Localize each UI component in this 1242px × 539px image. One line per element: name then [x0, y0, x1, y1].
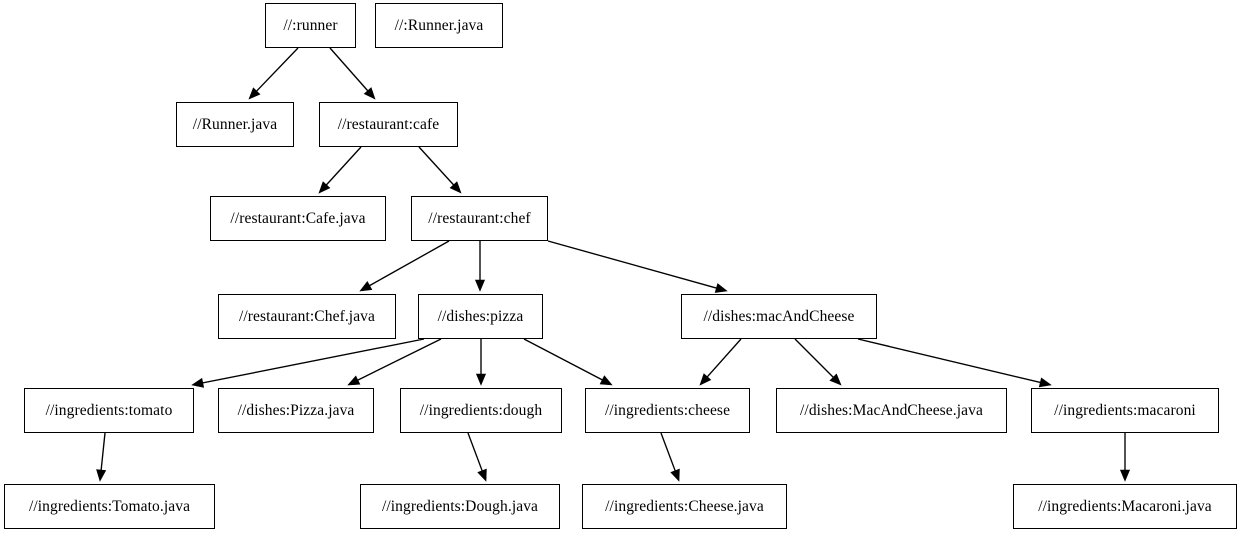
edge-line	[369, 240, 450, 287]
graph-edge-runner-to-runner_java	[248, 47, 299, 100]
graph-edge-dishes_pizza-to-ing_tomato	[191, 338, 425, 388]
graph-edge-restaurant_cafe-to-cafe_java	[318, 146, 362, 194]
edge-line	[857, 338, 1041, 384]
graph-node-ing_macaroni[interactable]: //ingredients:macaroni	[1031, 388, 1219, 433]
graph-node-label: //restaurant:Chef.java	[238, 307, 376, 325]
edge-line	[418, 146, 455, 186]
graph-edge-ing_macaroni-to-macaroni_java	[1119, 433, 1131, 482]
graph-node-label: //Runner.java	[192, 115, 278, 133]
graph-node-label: //:Runner.java	[394, 16, 484, 34]
edge-line	[794, 338, 834, 378]
graph-edge-dishes_pizza-to-ing_dough	[475, 339, 487, 386]
graph-edge-restaurant_cafe-to-restaurant_chef	[418, 146, 462, 194]
graph-node-cheese_java[interactable]: //ingredients:Cheese.java	[582, 484, 787, 529]
graph-node-label: //ingredients:tomato	[45, 401, 173, 419]
graph-node-restaurant_chef[interactable]: //restaurant:chef	[411, 196, 548, 241]
graph-edge-dishes_mac-to-mac_java	[794, 338, 842, 386]
edge-line	[100, 432, 106, 471]
edge-arrowhead-icon	[347, 375, 361, 386]
edge-arrowhead-icon	[449, 181, 462, 194]
edge-line	[523, 338, 603, 381]
graph-node-label: //ingredients:cheese	[604, 401, 731, 419]
graph-node-label: //restaurant:chef	[428, 209, 531, 227]
edge-line	[329, 47, 369, 92]
graph-node-ing_tomato[interactable]: //ingredients:tomato	[24, 388, 194, 433]
edge-line	[547, 240, 717, 289]
edge-line	[256, 47, 299, 92]
graph-node-label: //ingredients:dough	[419, 401, 543, 419]
graph-node-cafe_java[interactable]: //restaurant:Cafe.java	[210, 196, 386, 241]
graph-edge-dishes_mac-to-ing_macaroni	[857, 338, 1052, 388]
edge-arrowhead-icon	[248, 87, 261, 100]
graph-node-label: //ingredients:Tomato.java	[28, 497, 191, 515]
graph-edge-dishes_pizza-to-ing_cheese	[523, 338, 613, 386]
edge-arrowhead-icon	[1119, 469, 1131, 482]
graph-node-ing_cheese[interactable]: //ingredients:cheese	[585, 388, 750, 433]
graph-edge-runner-to-restaurant_cafe	[329, 47, 376, 100]
graph-node-label: //ingredients:Dough.java	[381, 497, 539, 515]
edge-arrowhead-icon	[714, 283, 728, 293]
edge-arrowhead-icon	[699, 373, 712, 386]
edge-arrowhead-icon	[599, 375, 613, 386]
graph-node-label: //ingredients:Macaroni.java	[1038, 497, 1212, 515]
edge-arrowhead-icon	[363, 87, 376, 100]
edge-line	[660, 432, 676, 471]
graph-edge-ing_dough-to-dough_java	[467, 432, 487, 482]
graph-node-runner[interactable]: //:runner	[265, 3, 356, 48]
edge-arrowhead-icon	[829, 373, 842, 386]
graph-node-pizza_java[interactable]: //dishes:Pizza.java	[218, 388, 374, 433]
graph-edge-restaurant_chef-to-dishes_pizza	[474, 241, 486, 292]
edge-arrowhead-icon	[96, 469, 107, 482]
graph-node-dishes_mac[interactable]: //dishes:macAndCheese	[681, 294, 877, 339]
graph-node-macaroni_java[interactable]: //ingredients:Macaroni.java	[1013, 484, 1237, 529]
graph-node-restaurant_cafe[interactable]: //restaurant:cafe	[319, 102, 458, 147]
graph-node-ing_dough[interactable]: //ingredients:dough	[400, 388, 562, 433]
graph-node-runner_java[interactable]: //Runner.java	[176, 102, 294, 147]
graph-node-label: //:runner	[283, 16, 338, 34]
graph-node-label: //ingredients:Cheese.java	[605, 497, 764, 515]
graph-edge-dishes_mac-to-ing_cheese	[699, 338, 742, 386]
graph-edge-restaurant_chef-to-dishes_mac	[547, 240, 728, 293]
edge-line	[706, 338, 742, 378]
graph-node-label: //restaurant:Cafe.java	[230, 209, 366, 227]
graph-edge-restaurant_chef-to-chef_java	[359, 240, 450, 292]
graph-node-dishes_pizza[interactable]: //dishes:pizza	[418, 294, 543, 339]
graph-node-label: //dishes:macAndCheese	[703, 307, 855, 325]
graph-node-chef_java[interactable]: //restaurant:Chef.java	[218, 294, 396, 339]
edge-arrowhead-icon	[474, 279, 486, 292]
graph-node-label: //dishes:Pizza.java	[237, 401, 355, 419]
edge-line	[357, 338, 442, 381]
edge-arrowhead-icon	[477, 468, 487, 482]
edge-arrowhead-icon	[670, 468, 680, 482]
graph-edge-dishes_pizza-to-pizza_java	[347, 338, 442, 386]
edge-arrowhead-icon	[318, 181, 331, 194]
graph-node-label: //restaurant:cafe	[337, 115, 440, 133]
graph-node-label: //dishes:MacAndCheese.java	[800, 401, 983, 419]
edge-line	[202, 338, 425, 384]
graph-node-runner_java_root[interactable]: //:Runner.java	[375, 3, 503, 48]
graph-node-label: //ingredients:macaroni	[1054, 401, 1196, 419]
edge-arrowhead-icon	[475, 373, 487, 386]
graph-edge-ing_cheese-to-cheese_java	[660, 432, 680, 482]
edge-line	[467, 432, 483, 471]
graph-node-dough_java[interactable]: //ingredients:Dough.java	[360, 484, 560, 529]
edge-arrowhead-icon	[1038, 377, 1052, 388]
edge-line	[325, 146, 362, 186]
graph-node-label: //dishes:pizza	[437, 307, 524, 325]
graph-node-tomato_java[interactable]: //ingredients:Tomato.java	[4, 484, 215, 529]
graph-edge-ing_tomato-to-tomato_java	[96, 432, 107, 482]
edge-arrowhead-icon	[359, 281, 373, 292]
edge-arrowhead-icon	[191, 377, 205, 388]
graph-node-mac_java[interactable]: //dishes:MacAndCheese.java	[776, 388, 1007, 433]
